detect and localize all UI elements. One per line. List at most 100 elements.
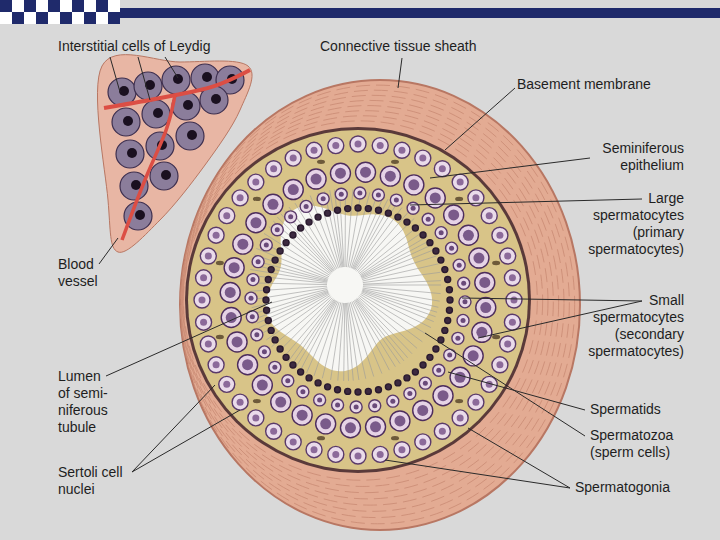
spermatid <box>447 297 453 303</box>
spermatogonium-nucleus <box>290 438 297 445</box>
sperm-tail <box>359 225 420 274</box>
spermatogonium <box>266 423 282 439</box>
primary-spermatocyte-nucleus <box>320 418 331 429</box>
secondary-spermatocyte <box>285 211 297 223</box>
spermatogonium <box>434 423 450 439</box>
seminiferous-epithelium <box>188 130 528 470</box>
spermatid <box>263 297 269 303</box>
spermatogonium <box>504 314 520 330</box>
spermatogonium-nucleus <box>355 453 362 460</box>
sperm-tail <box>283 299 333 358</box>
sperm-tail <box>362 256 436 280</box>
leader-line <box>385 460 570 488</box>
primary-spermatocyte-nucleus <box>257 380 268 391</box>
primary-spermatocyte <box>404 175 424 195</box>
primary-spermatocyte-nucleus <box>242 359 253 370</box>
primary-spermatocyte <box>330 163 350 183</box>
leydig-cell <box>162 66 190 94</box>
secondary-spermatocyte-nucleus <box>272 365 277 370</box>
spermatid <box>315 214 321 220</box>
secondary-spermatocyte-nucleus <box>357 191 362 196</box>
secondary-spermatocyte-nucleus <box>461 318 466 323</box>
spermatogonium-nucleus <box>509 274 516 281</box>
secondary-spermatocyte-nucleus <box>449 246 454 251</box>
spermatogonium-nucleus <box>200 319 207 326</box>
spermatid <box>420 232 426 238</box>
secondary-spermatocyte <box>446 242 458 254</box>
header-square <box>12 0 24 12</box>
leader-line <box>132 410 240 472</box>
part-label: Spermatogonia <box>575 479 705 496</box>
sperm-tail <box>249 286 327 291</box>
secondary-spermatocyte <box>269 361 281 373</box>
spermatid <box>277 248 283 254</box>
sperm-tail <box>344 303 345 381</box>
secondary-spermatocyte-nucleus <box>457 263 462 268</box>
sertoli-nucleus <box>317 160 325 164</box>
spermatid <box>404 219 410 225</box>
primary-spermatocyte <box>306 169 326 189</box>
primary-spermatocyte <box>233 234 253 254</box>
sperm-tail <box>346 189 352 267</box>
secondary-spermatocyte <box>354 187 366 199</box>
header-square <box>36 0 48 12</box>
primary-spermatocyte <box>413 400 433 420</box>
spermatogonium <box>232 394 248 410</box>
sperm-tail <box>351 195 377 268</box>
spermatid <box>446 287 452 293</box>
primary-spermatocyte-nucleus <box>417 405 428 416</box>
header-square <box>24 12 36 24</box>
sperm-tail <box>356 208 402 271</box>
spermatogonium <box>328 138 344 154</box>
spermatid <box>264 287 270 293</box>
header-square <box>60 0 72 12</box>
primary-spermatocyte <box>380 166 400 186</box>
spermatid <box>325 210 331 216</box>
primary-spermatocyte <box>475 272 495 292</box>
spermatogonium-nucleus <box>311 446 318 453</box>
spermatogonium-nucleus <box>496 361 503 368</box>
spermatogonium-nucleus <box>486 212 493 219</box>
leydig-nucleus <box>173 74 183 84</box>
sperm-tail <box>310 196 338 269</box>
basement-membrane <box>185 127 531 473</box>
spermatid <box>442 267 448 273</box>
leydig-nucleus <box>127 148 137 158</box>
part-label: Spermatids <box>590 401 710 418</box>
secondary-spermatocyte-nucleus <box>354 404 359 409</box>
spermatid <box>306 375 312 381</box>
primary-spermatocyte-nucleus <box>385 171 396 182</box>
sperm-tail <box>362 250 435 279</box>
connective-sheath <box>180 80 580 530</box>
secondary-spermatocyte-nucleus <box>264 242 269 247</box>
spermatid <box>385 384 391 390</box>
leydig-cluster <box>97 55 252 253</box>
secondary-spermatocyte-nucleus <box>339 192 344 197</box>
secondary-spermatocyte-nucleus <box>390 399 395 404</box>
spermatogonium-nucleus <box>377 451 384 458</box>
spermatid <box>290 232 296 238</box>
secondary-spermatocyte <box>404 388 416 400</box>
sperm-tail <box>363 281 441 285</box>
spermatid <box>345 388 351 394</box>
sperm-tail <box>361 240 430 276</box>
sperm-tail <box>363 285 441 286</box>
spermatogonium <box>208 357 224 373</box>
sperm-tail <box>355 300 400 364</box>
secondary-spermatocyte-nucleus <box>462 299 467 304</box>
sertoli-nucleus <box>492 261 500 265</box>
primary-spermatocyte-nucleus <box>448 209 459 220</box>
sperm-tail <box>284 211 333 271</box>
sheath-fiber <box>182 100 559 505</box>
primary-spermatocyte <box>220 282 240 302</box>
spermatogonium-nucleus <box>398 446 405 453</box>
leydig-nucleus <box>131 180 141 190</box>
sperm-tail <box>277 298 332 353</box>
sperm-tail <box>359 297 418 349</box>
primary-spermatocyte <box>433 386 453 406</box>
secondary-spermatocyte <box>350 401 362 413</box>
sperm-tail <box>347 303 354 381</box>
spermatogonium <box>219 376 235 392</box>
spermatogonium-nucleus <box>200 274 207 281</box>
sheath-fiber <box>183 116 543 487</box>
